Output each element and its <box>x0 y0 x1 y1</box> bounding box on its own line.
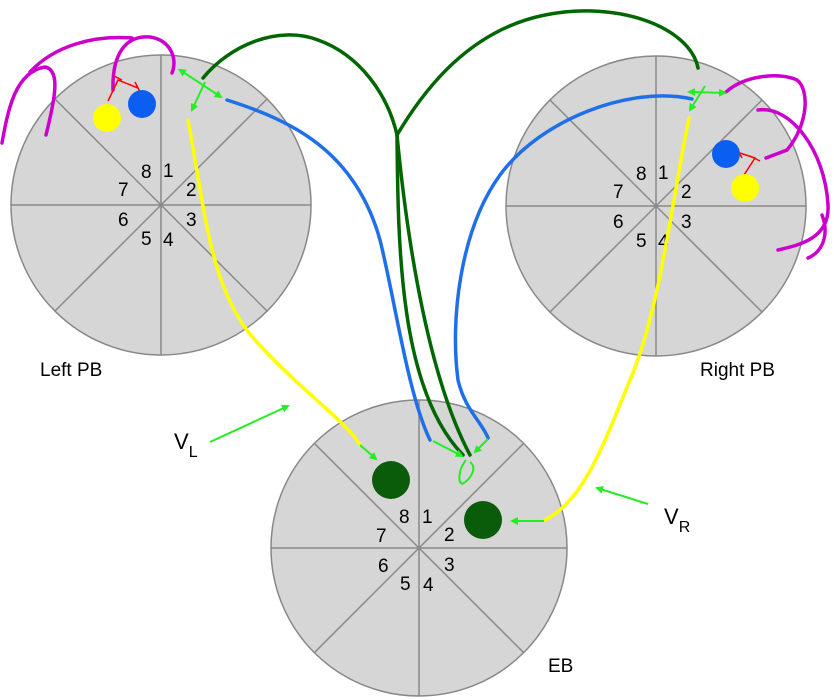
magenta-neurons <box>0 35 830 260</box>
eb-activity-dots <box>372 461 502 539</box>
right-pb-blue-cell <box>712 140 740 168</box>
left-pb-seg-5: 5 <box>141 229 152 250</box>
left-pb-seg-6: 6 <box>118 210 129 231</box>
left-pb-seg-2: 2 <box>186 180 197 201</box>
eb-seg-2: 2 <box>444 525 455 546</box>
eb-seg-5: 5 <box>400 574 411 595</box>
eb-dot-right <box>464 501 502 539</box>
eb-seg-6: 6 <box>378 556 389 577</box>
right-pb-seg-6: 6 <box>613 212 624 233</box>
right-pb-segment-numbers: 8 1 7 2 6 3 5 4 <box>613 163 692 253</box>
eb-dot-upper <box>372 461 410 499</box>
right-pb-seg-2: 2 <box>681 182 692 203</box>
eb-disk <box>270 399 568 697</box>
left-pb-blue-cell <box>128 90 156 118</box>
eb-segment-numbers: 8 1 7 2 6 3 5 4 <box>376 507 455 596</box>
eb-seg-7: 7 <box>376 526 387 547</box>
left-pb-seg-1: 1 <box>163 161 174 182</box>
left-pb-seg-4: 4 <box>163 230 174 251</box>
eb-label: EB <box>548 656 573 677</box>
eb-seg-1: 1 <box>422 507 433 528</box>
left-pb-seg-7: 7 <box>118 180 129 201</box>
right-pb-seg-7: 7 <box>613 182 624 203</box>
right-pb-seg-8: 8 <box>636 164 647 185</box>
left-pb-yellow-cell <box>93 104 121 132</box>
left-pb-label: Left PB <box>40 360 102 381</box>
pb-cells <box>93 90 759 202</box>
dark-green-neurons <box>201 9 700 457</box>
velocity-label-left: VL <box>174 429 198 461</box>
right-pb-disk <box>505 55 807 357</box>
eb-seg-3: 3 <box>444 555 455 576</box>
left-pb-seg-8: 8 <box>141 162 152 183</box>
eb-seg-4: 4 <box>423 575 434 596</box>
green-arrows <box>177 68 727 525</box>
right-pb-yellow-cell <box>731 174 759 202</box>
right-pb-label: Right PB <box>700 360 775 381</box>
blue-neurons <box>225 94 694 442</box>
right-pb-seg-4: 4 <box>658 232 669 253</box>
eb-seg-8: 8 <box>399 507 410 528</box>
right-pb-seg-1: 1 <box>658 163 669 184</box>
velocity-label-right: VR <box>664 504 690 536</box>
yellow-neurons <box>186 116 691 522</box>
left-pb-segment-numbers: 8 1 7 2 6 3 5 4 <box>118 161 197 251</box>
right-pb-seg-5: 5 <box>636 231 647 252</box>
left-pb-disk <box>10 54 312 356</box>
left-pb-seg-3: 3 <box>186 210 197 231</box>
right-pb-seg-3: 3 <box>681 212 692 233</box>
